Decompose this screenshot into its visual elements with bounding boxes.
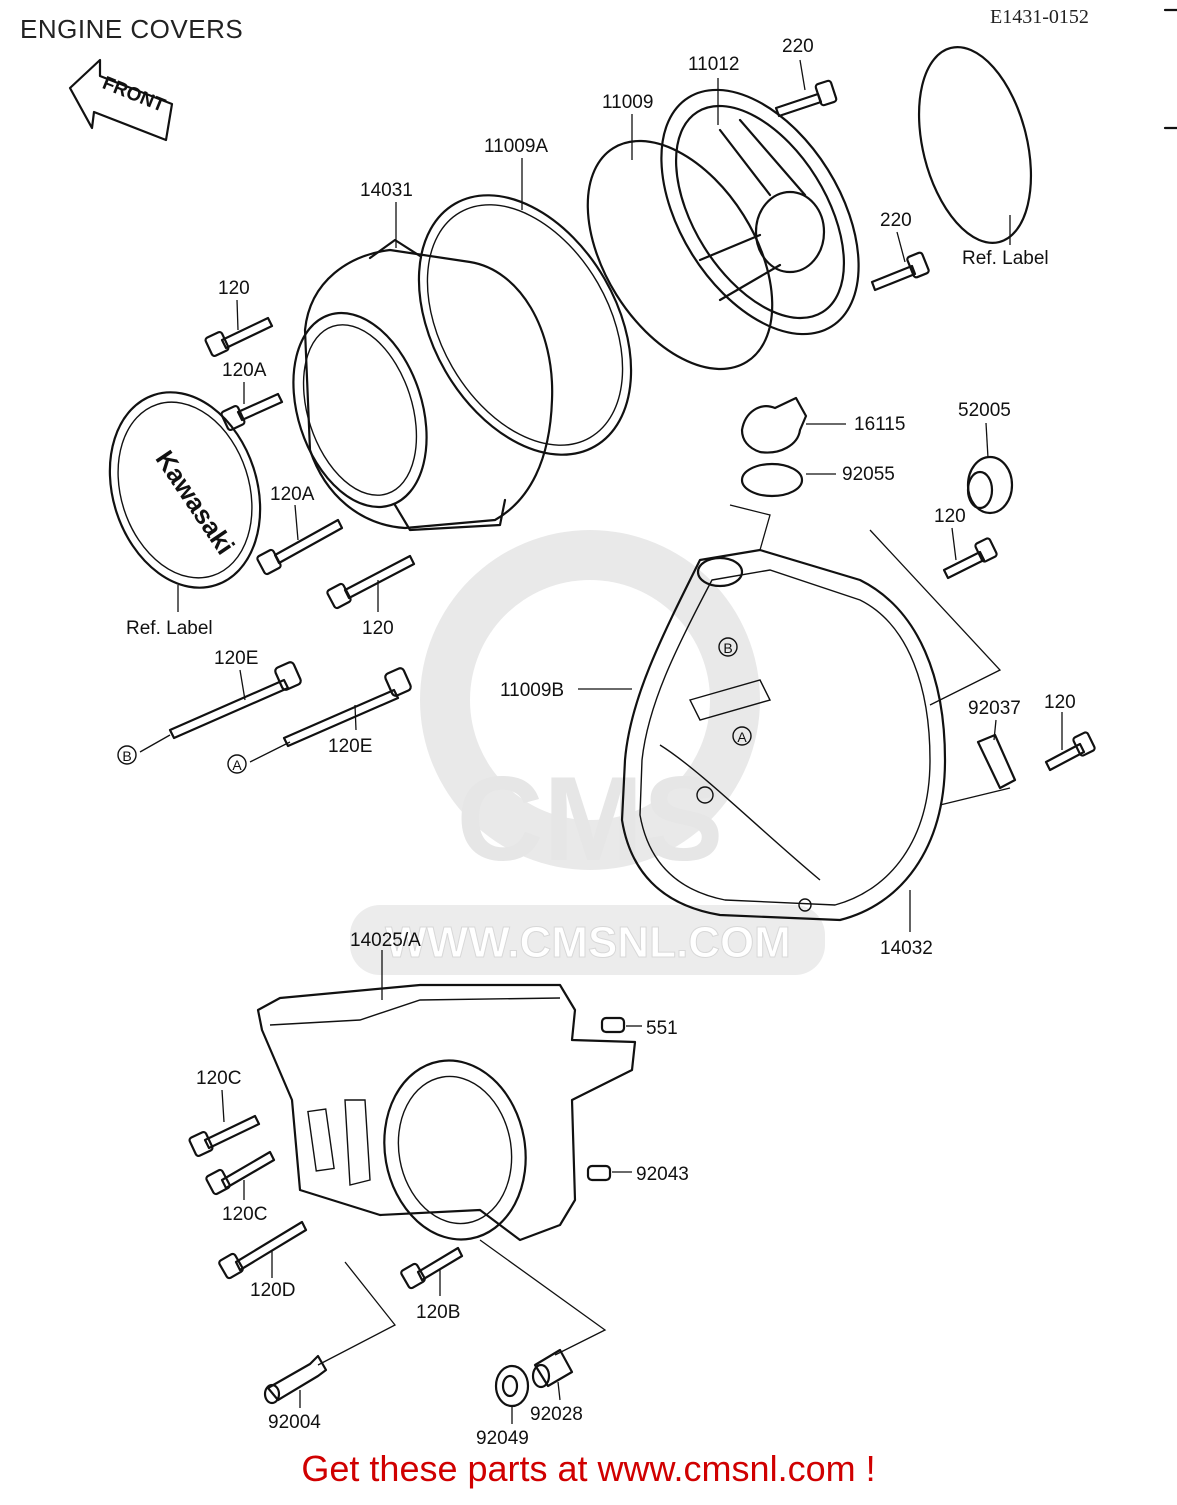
bolt-220-upper bbox=[774, 79, 838, 118]
watermark-brand: CMS bbox=[457, 752, 724, 886]
label-120-right-lower[interactable]: 120 bbox=[1044, 692, 1076, 713]
gasket-11009 bbox=[586, 139, 774, 371]
watermark-url: WWW.CMSNL.COM bbox=[385, 918, 791, 967]
pin-92004 bbox=[263, 1354, 328, 1405]
svg-text:A: A bbox=[232, 757, 242, 773]
label-52005[interactable]: 52005 bbox=[958, 400, 1011, 421]
oil-filler-cap-16115 bbox=[740, 396, 808, 498]
oring-92055 bbox=[740, 462, 804, 498]
bolt-120c-lower bbox=[205, 1150, 276, 1196]
label-120a-lower[interactable]: 120A bbox=[270, 484, 315, 505]
dowel-92043 bbox=[586, 1164, 612, 1182]
front-arrow-label: FRONT bbox=[99, 73, 168, 117]
bolt-120e-lower bbox=[282, 667, 412, 748]
bolt-120d bbox=[218, 1220, 308, 1280]
marker-b-cover: B bbox=[718, 637, 738, 657]
part-labels: 220 11012 11009 11009A 14031 220 Ref. La… bbox=[126, 36, 1076, 1449]
engine-cover-14031 bbox=[292, 238, 554, 532]
label-120c-upper[interactable]: 120C bbox=[196, 1068, 241, 1089]
leader-lines bbox=[139, 59, 1063, 1424]
label-120e-upper[interactable]: 120E bbox=[214, 648, 258, 669]
dowel-551 bbox=[600, 1016, 626, 1034]
bolt-120b bbox=[400, 1246, 464, 1290]
label-92037[interactable]: 92037 bbox=[968, 698, 1021, 719]
label-14032[interactable]: 14032 bbox=[880, 938, 933, 959]
bolt-120-upper bbox=[204, 316, 274, 357]
label-120-lower[interactable]: 120 bbox=[362, 618, 394, 639]
label-92004[interactable]: 92004 bbox=[268, 1412, 321, 1433]
ref-label-ring-top bbox=[917, 46, 1033, 244]
label-551[interactable]: 551 bbox=[646, 1018, 678, 1039]
label-220-lower[interactable]: 220 bbox=[880, 210, 912, 231]
outer-cover-11012 bbox=[660, 88, 860, 336]
marker-b-left: B bbox=[117, 745, 137, 765]
label-14031[interactable]: 14031 bbox=[360, 180, 413, 201]
sprocket-cover-14025a bbox=[256, 983, 637, 1242]
bolt-120a-upper bbox=[220, 392, 284, 431]
label-92055[interactable]: 92055 bbox=[842, 464, 895, 485]
label-14025a[interactable]: 14025/A bbox=[350, 930, 421, 951]
bolt-220-lower bbox=[870, 251, 930, 292]
label-120-right-upper[interactable]: 120 bbox=[934, 506, 966, 527]
label-120e-lower[interactable]: 120E bbox=[328, 736, 372, 757]
watermark-banner bbox=[350, 905, 825, 975]
front-arrow-icon: FRONT bbox=[68, 58, 174, 142]
label-120b[interactable]: 120B bbox=[416, 1302, 460, 1323]
footer-cta: Get these parts at www.cmsnl.com ! bbox=[0, 1448, 1177, 1490]
label-11012[interactable]: 11012 bbox=[688, 54, 739, 75]
label-92043[interactable]: 92043 bbox=[636, 1164, 689, 1185]
label-11009b[interactable]: 11009B bbox=[500, 680, 564, 701]
diagram-code: E1431-0152 bbox=[990, 6, 1089, 28]
label-120c-lower[interactable]: 120C bbox=[222, 1204, 267, 1225]
watermark-badge-inner bbox=[470, 580, 710, 820]
label-ref-label-top[interactable]: Ref. Label bbox=[962, 248, 1049, 269]
clip-92037 bbox=[976, 733, 1017, 790]
bolt-120-right-lower bbox=[1044, 731, 1096, 772]
bolt-120c-upper bbox=[188, 1114, 261, 1157]
label-11009[interactable]: 11009 bbox=[602, 92, 653, 113]
bolt-120e-upper bbox=[168, 661, 302, 740]
label-120d[interactable]: 120D bbox=[250, 1280, 295, 1301]
svg-text:A: A bbox=[737, 729, 747, 745]
kawasaki-logo-text: Kawasaki bbox=[150, 445, 241, 560]
label-120-upper[interactable]: 120 bbox=[218, 278, 250, 299]
watermark: CMS WWW.CMSNL.COM bbox=[350, 530, 825, 975]
label-11009a[interactable]: 11009A bbox=[484, 136, 548, 157]
marker-a-cover: A bbox=[732, 726, 752, 746]
clutch-cover-14032 bbox=[620, 548, 947, 922]
marker-a-left: A bbox=[227, 754, 247, 774]
page-title: ENGINE COVERS bbox=[20, 14, 244, 44]
svg-text:B: B bbox=[723, 640, 732, 656]
collar-92028 bbox=[531, 1348, 574, 1389]
grommet-92049 bbox=[494, 1364, 530, 1408]
bolt-120-lower bbox=[326, 554, 416, 610]
label-220-upper[interactable]: 220 bbox=[782, 36, 814, 57]
label-16115[interactable]: 16115 bbox=[854, 414, 905, 435]
label-120a-upper[interactable]: 120A bbox=[222, 360, 267, 381]
footer-link[interactable]: Get these parts at www.cmsnl.com ! bbox=[301, 1448, 876, 1489]
label-92049[interactable]: 92049 bbox=[476, 1428, 529, 1449]
bolt-120a-lower bbox=[256, 518, 344, 576]
bolt-120-right-upper bbox=[942, 537, 998, 580]
svg-text:B: B bbox=[122, 748, 131, 764]
oil-seal-52005 bbox=[966, 455, 1014, 515]
gasket-11009a bbox=[417, 194, 633, 456]
kawasaki-badge: Kawasaki bbox=[108, 391, 262, 589]
label-ref-label-left[interactable]: Ref. Label bbox=[126, 618, 213, 639]
label-92028[interactable]: 92028 bbox=[530, 1404, 583, 1425]
